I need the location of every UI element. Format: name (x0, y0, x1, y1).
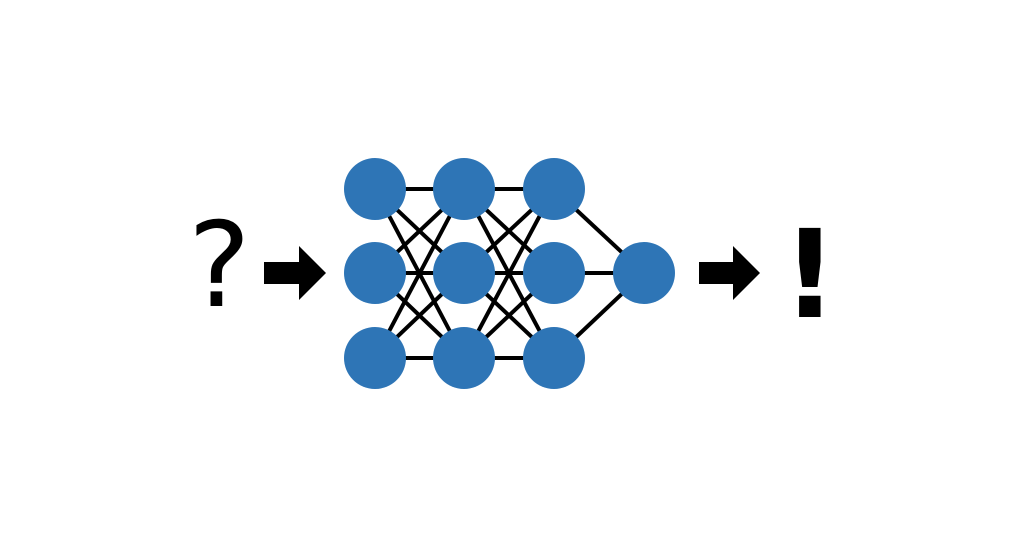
node-layer0-1 (344, 242, 406, 304)
node-layer0-2 (344, 327, 406, 389)
node-layer1-2 (433, 327, 495, 389)
node-layer2-2 (523, 327, 585, 389)
network-edges (373, 187, 646, 360)
edge-1-2-0 (462, 188, 556, 359)
exclamation-mark: ! (782, 204, 838, 346)
question-mark: ? (188, 196, 251, 334)
node-layer0-0 (344, 158, 406, 220)
node-layer2-1 (523, 242, 585, 304)
edge-0-2-0 (373, 188, 466, 359)
node-layer1-0 (433, 158, 495, 220)
flow-arrows (264, 246, 760, 300)
input-arrow-icon (264, 246, 326, 300)
output-arrow-icon (699, 246, 760, 300)
node-layer2-0 (523, 158, 585, 220)
node-layer1-1 (433, 242, 495, 304)
network-nodes (344, 158, 675, 389)
node-layer3-0 (613, 242, 675, 304)
